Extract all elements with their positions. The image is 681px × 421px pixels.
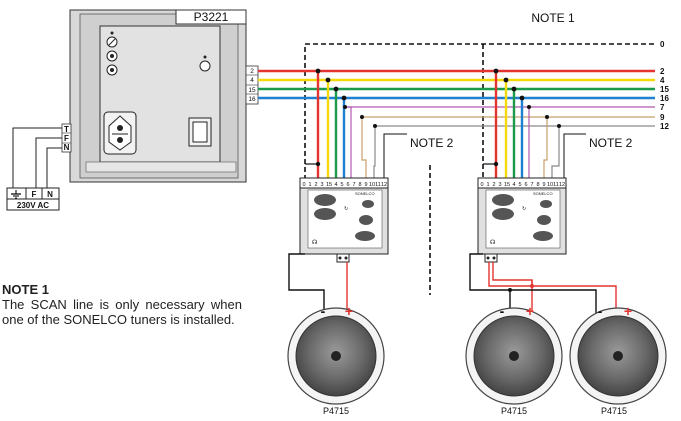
ground-icon: [11, 190, 21, 199]
plug-label-n: N: [47, 190, 53, 199]
m1-terminal-3: 3: [320, 182, 323, 188]
m2-terminal-4: 4: [512, 182, 515, 188]
note2-label-left: NOTE 2: [410, 136, 454, 150]
amplifier-p3221: P3221 2 4 15 16: [69, 9, 259, 183]
m2-terminal-6: 6: [524, 182, 527, 188]
m1-terminal-8: 8: [358, 182, 361, 188]
control-module-2: 0 1 2 3 15 4 5 6 7 8 9 10 11 12 SONELCO …: [477, 177, 567, 263]
m2-down-button: [492, 208, 514, 220]
speaker-3-pos: +: [624, 303, 632, 319]
m2-terminal-1: 1: [486, 182, 489, 188]
speaker-2-model: P4715: [501, 406, 527, 416]
bus-label-15: 15: [660, 85, 669, 94]
m1-terminal-12: 12: [381, 182, 387, 188]
speaker-3-model: P4715: [601, 406, 627, 416]
supply-label: 230V AC: [17, 201, 49, 210]
speaker-2: - + P4715: [465, 303, 563, 416]
power-switch-icon: [188, 117, 212, 147]
m1-volume-button: [359, 215, 373, 225]
indicator-led-icon: [199, 60, 211, 72]
speaker-logo-icon: [613, 351, 623, 361]
amp-output-2: 2: [250, 68, 254, 75]
m2-terminal-15: 15: [504, 182, 510, 188]
m1-terminal-7: 7: [352, 182, 355, 188]
m1-terminal-10: 10: [369, 182, 375, 188]
volume-knob-icon: [106, 36, 118, 48]
m2-headphone-icon: ☊: [490, 239, 495, 246]
m2-power-button: [533, 231, 553, 241]
m1-select-button: [362, 200, 374, 208]
m1-terminal-6: 6: [346, 182, 349, 188]
speaker-2-neg: -: [500, 303, 505, 319]
m2-terminal-11: 11: [553, 182, 559, 188]
note1-label: NOTE 1: [531, 11, 575, 25]
m2-terminal-10: 10: [547, 182, 553, 188]
m1-terminal-15: 15: [326, 182, 332, 188]
m1-power-button: [355, 231, 375, 241]
bus-label-16: 16: [660, 94, 669, 103]
amp-output-16: 16: [248, 96, 256, 103]
m1-brand: SONELCO: [355, 191, 375, 196]
m1-terminal-1: 1: [308, 182, 311, 188]
m2-terminal-9: 9: [542, 182, 545, 188]
plug-label-f: F: [32, 190, 37, 199]
m1-terminal-5: 5: [340, 182, 343, 188]
bus-label-7: 7: [660, 103, 665, 112]
m2-terminal-0: 0: [480, 182, 483, 188]
terminal-n: N: [64, 143, 70, 152]
speaker-1-pos: +: [345, 303, 353, 319]
bus-label-0: 0: [660, 40, 665, 49]
terminal-f: F: [64, 134, 69, 143]
note1-text: The SCAN line is only necessary when one…: [2, 297, 242, 327]
m2-terminal-12: 12: [559, 182, 565, 188]
speaker-1-model: P4715: [323, 406, 349, 416]
bus-label-9: 9: [660, 113, 665, 122]
m1-terminal-2: 2: [314, 182, 317, 188]
scan-line-0: [304, 43, 655, 180]
m1-terminal-11: 11: [375, 182, 381, 188]
m2-up-button: [492, 194, 514, 206]
bus-label-4: 4: [660, 76, 665, 85]
m2-mode-icon: ↻: [522, 206, 526, 212]
note2-label-right: NOTE 2: [589, 136, 633, 150]
m2-volume-button: [537, 215, 551, 225]
speaker-3: - + P4715: [569, 303, 667, 416]
m1-up-button: [314, 194, 336, 206]
m1-terminal-4: 4: [334, 182, 337, 188]
speaker-2-pos: +: [526, 303, 534, 319]
speaker-1-neg: -: [321, 303, 326, 319]
speaker-logo-icon: [331, 351, 341, 361]
terminal-t: T: [64, 125, 69, 134]
amp-output-15: 15: [248, 87, 256, 94]
bus-label-2: 2: [660, 67, 665, 76]
m1-headphone-icon: ☊: [312, 239, 317, 246]
m2-brand: SONELCO: [533, 191, 553, 196]
note1-panel: NOTE 1 The SCAN line is only necessary w…: [2, 282, 242, 327]
speaker-3-neg: -: [598, 303, 603, 319]
m2-terminal-2: 2: [492, 182, 495, 188]
m1-mode-icon: ↻: [344, 206, 348, 212]
bus-lines: 0 2 4 15 16 7 9 12: [258, 40, 669, 180]
m2-select-button: [540, 200, 552, 208]
speaker-1: - + P4715: [287, 303, 385, 416]
mains-input: T F N F N 230V AC: [6, 123, 72, 211]
speaker-logo-icon: [509, 351, 519, 361]
control-module-1: 0 1 2 3 15 4 5 6 7 8 9 10 11 12 SONELCO …: [299, 177, 389, 263]
m1-terminal-9: 9: [364, 182, 367, 188]
m2-terminal-5: 5: [518, 182, 521, 188]
m1-down-button: [314, 208, 336, 220]
note1-title: NOTE 1: [2, 282, 49, 297]
m2-terminal-8: 8: [536, 182, 539, 188]
m2-terminal-3: 3: [498, 182, 501, 188]
amplifier-model-label: P3221: [194, 10, 229, 24]
power-socket-icon: [103, 111, 137, 155]
m2-terminal-7: 7: [530, 182, 533, 188]
amp-output-4: 4: [250, 77, 254, 84]
m1-terminal-0: 0: [302, 182, 305, 188]
bus-label-12: 12: [660, 122, 669, 131]
